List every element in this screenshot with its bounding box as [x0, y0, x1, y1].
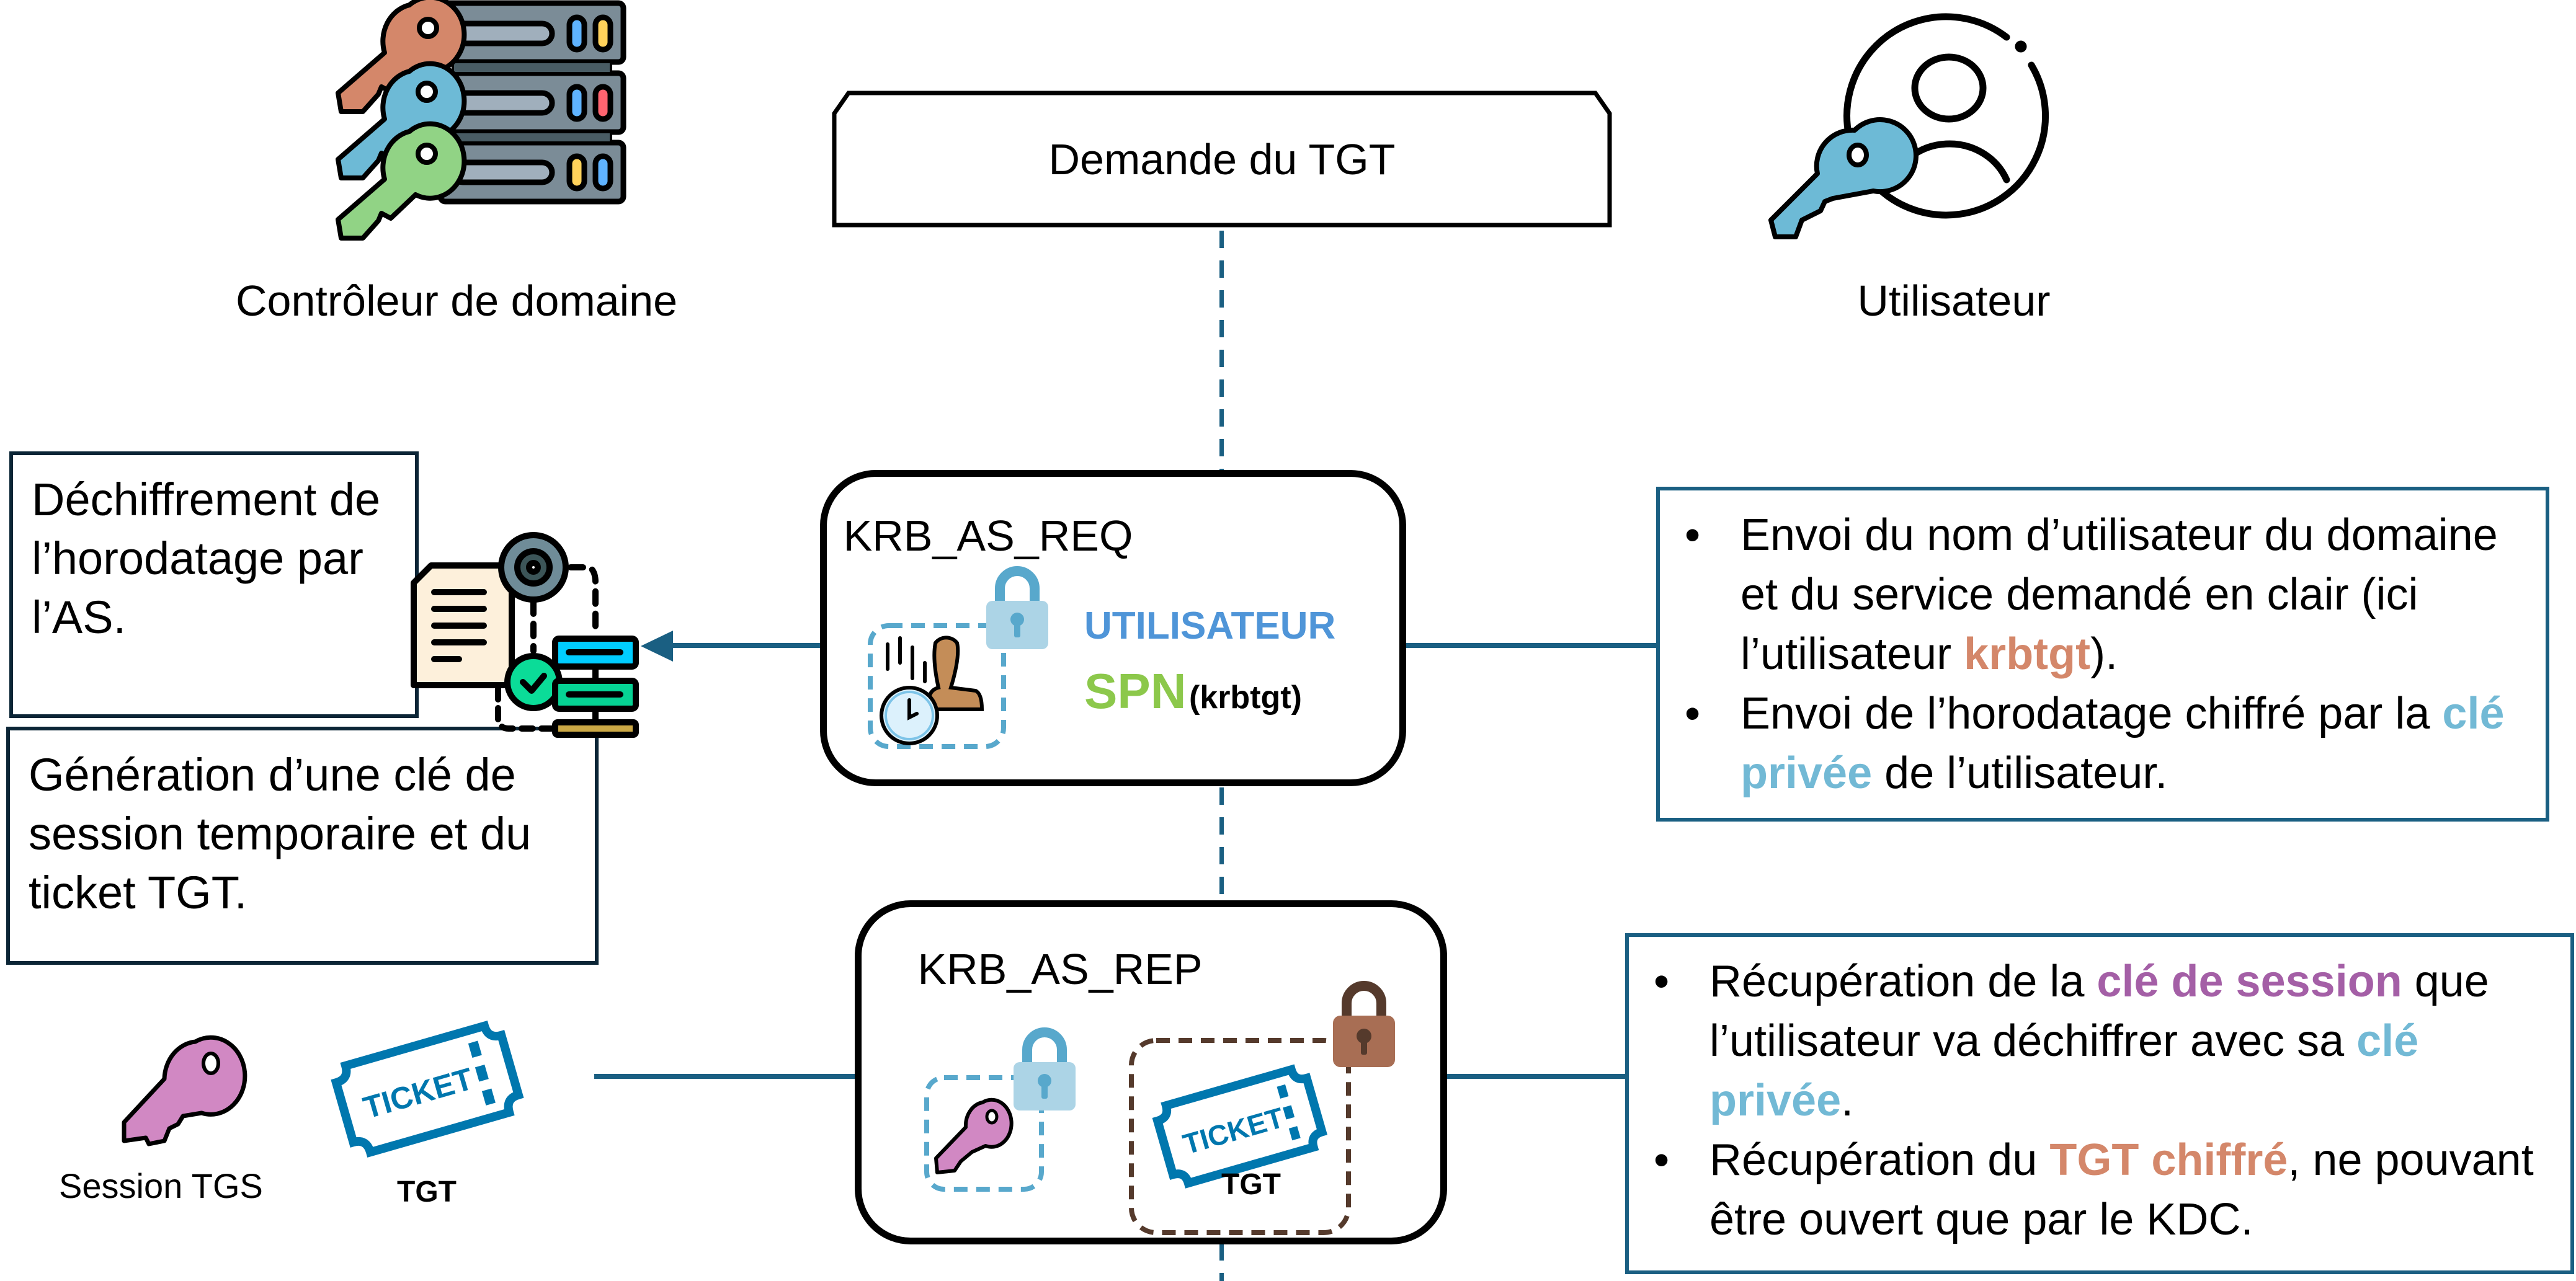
as-rep-tgt-label: TGT — [1221, 1168, 1281, 1201]
timeline-segment-middle — [1219, 787, 1224, 902]
step-title-box: Demande du TGT — [831, 90, 1613, 229]
domain-controller-icon — [323, 0, 626, 245]
lock-icon-krbtgt — [1333, 981, 1395, 1068]
step-title: Demande du TGT — [1048, 135, 1396, 184]
as-req-box: KRB_AS_REQ UTILISATEUR SPN (krbtgt) — [820, 470, 1406, 786]
session-key-icon — [121, 1032, 247, 1156]
tgt-ticket-icon: TICKET — [323, 1017, 527, 1166]
generate-note-text: Génération d’une clé de session temporai… — [29, 749, 532, 918]
encrypted-timestamp — [867, 601, 1010, 750]
private-key-highlight: clé privée — [1709, 1016, 2419, 1125]
timeline-segment-top — [1219, 231, 1224, 476]
lock-icon-user-key — [986, 566, 1048, 650]
user-field: UTILISATEUR — [1084, 605, 1336, 647]
rep-arrow-line — [1442, 1074, 1628, 1079]
tgt-label: TGT — [397, 1176, 457, 1208]
as-rep-box: KRB_AS_REP TICKET TGT — [855, 900, 1447, 1244]
processing-icon — [406, 508, 648, 738]
generate-note: Génération d’une clé de session temporai… — [6, 727, 599, 965]
req-info-item: Envoi de l’horodatage chiffré par la clé… — [1672, 684, 2527, 803]
encrypted-session-key — [924, 1075, 1048, 1192]
user-label: Utilisateur — [1857, 277, 2051, 325]
session-key-highlight: clé de session — [2097, 957, 2402, 1006]
req-user-line — [1403, 643, 1656, 648]
private-key-highlight: clé privée — [1740, 689, 2505, 798]
req-arrowhead-left — [641, 631, 673, 662]
session-tgs-label: Session TGS — [59, 1166, 263, 1205]
encrypted-tgt: TICKET — [1128, 1037, 1352, 1236]
rep-info-item: Récupération du TGT chiffré, ne pouvant … — [1641, 1130, 2552, 1249]
krbtgt-highlight: krbtgt — [1964, 629, 2091, 679]
tgt-encrypted-highlight: TGT chiffré — [2049, 1135, 2288, 1185]
rep-info-item: Récupération de la clé de session que l’… — [1641, 952, 2552, 1130]
spn-field: SPN — [1084, 663, 1187, 719]
spn-field-row: SPN (krbtgt) — [1084, 663, 1302, 720]
decrypt-note-text: Déchiffrement de l’horodatage par l’AS. — [32, 474, 381, 643]
as-rep-title: KRB_AS_REP — [917, 945, 1203, 993]
req-arrow-line — [672, 643, 821, 648]
req-info-box: Envoi du nom d’utilisateur du domaine et… — [1656, 487, 2549, 822]
timeline-segment-bottom — [1219, 1243, 1224, 1281]
rep-info-box: Récupération de la clé de session que l’… — [1625, 933, 2574, 1274]
decrypt-note: Déchiffrement de l’horodatage par l’AS. — [9, 451, 419, 718]
domain-controller-label: Contrôleur de domaine — [236, 277, 678, 325]
lock-icon-session — [1014, 1027, 1076, 1112]
spn-value: (krbtgt) — [1188, 680, 1302, 716]
req-info-item: Envoi du nom d’utilisateur du domaine et… — [1672, 505, 2527, 684]
user-icon — [1768, 6, 2066, 242]
as-req-title: KRB_AS_REQ — [843, 512, 1133, 560]
rep-left-line — [594, 1074, 858, 1079]
